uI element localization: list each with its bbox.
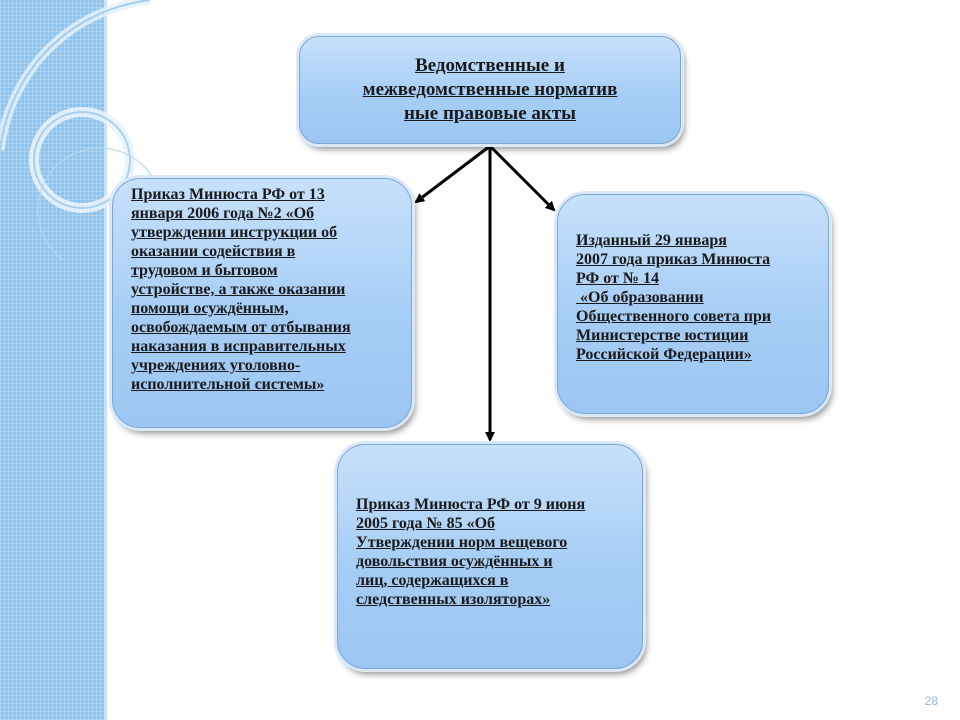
node-line: РФ от № 14 xyxy=(576,270,659,287)
node-line: 2005 года № 85 «Об xyxy=(356,515,496,532)
node-line: лиц, содержащихся в xyxy=(356,572,509,589)
node-line: довольствия осуждённых и xyxy=(356,553,553,570)
node-order-14-2007: Изданный 29 января 2007 года приказ Миню… xyxy=(557,194,829,414)
node-line: устройстве, а также оказании xyxy=(131,281,346,298)
node-line: Приказ Минюста РФ от 13 xyxy=(131,186,325,203)
node-line: Приказ Минюста РФ от 9 июня xyxy=(356,496,586,513)
node-order-85-2005: Приказ Минюста РФ от 9 июня 2005 года № … xyxy=(337,444,643,669)
node-line: исполнительной системы» xyxy=(131,376,325,393)
node-line: трудовом и бытовом xyxy=(131,262,278,279)
node-line: 2007 года приказ Минюста xyxy=(576,251,771,268)
root-line: межведомственные норматив xyxy=(362,79,618,100)
arrow-to-right xyxy=(488,144,556,212)
node-order-2-2006: Приказ Минюста РФ от 13 января 2006 года… xyxy=(112,178,412,428)
node-line: «Об образовании xyxy=(576,289,704,306)
node-line: помощи осуждённым, xyxy=(131,300,289,317)
node-line: следственных изоляторах» xyxy=(356,591,551,608)
node-line: января 2006 года №2 «Об xyxy=(131,205,315,222)
root-node: Ведомственные и межведомственные нормати… xyxy=(299,36,681,144)
node-line: оказании содействия в xyxy=(131,243,296,260)
node-line: наказания в исправительных xyxy=(131,338,346,355)
node-line: Изданный 29 января xyxy=(576,232,727,249)
node-line: Министерстве юстиции xyxy=(576,327,749,344)
node-line: Российской Федерации» xyxy=(576,346,752,363)
page-number: 28 xyxy=(924,694,938,708)
root-line: ные правовые акты xyxy=(403,103,577,124)
node-line: утверждении инструкции об xyxy=(131,224,338,241)
decorative-rings xyxy=(0,0,163,260)
node-line: Утверждении норм вещевого xyxy=(356,534,568,551)
root-line: Ведомственные и xyxy=(415,55,565,76)
arrow-to-left xyxy=(414,144,491,204)
node-line: учреждениях уголовно- xyxy=(131,357,301,374)
node-line: освобождаемым от отбывания xyxy=(131,319,351,336)
strip-edge xyxy=(104,0,107,720)
node-line: Общественного совета при xyxy=(576,308,772,325)
